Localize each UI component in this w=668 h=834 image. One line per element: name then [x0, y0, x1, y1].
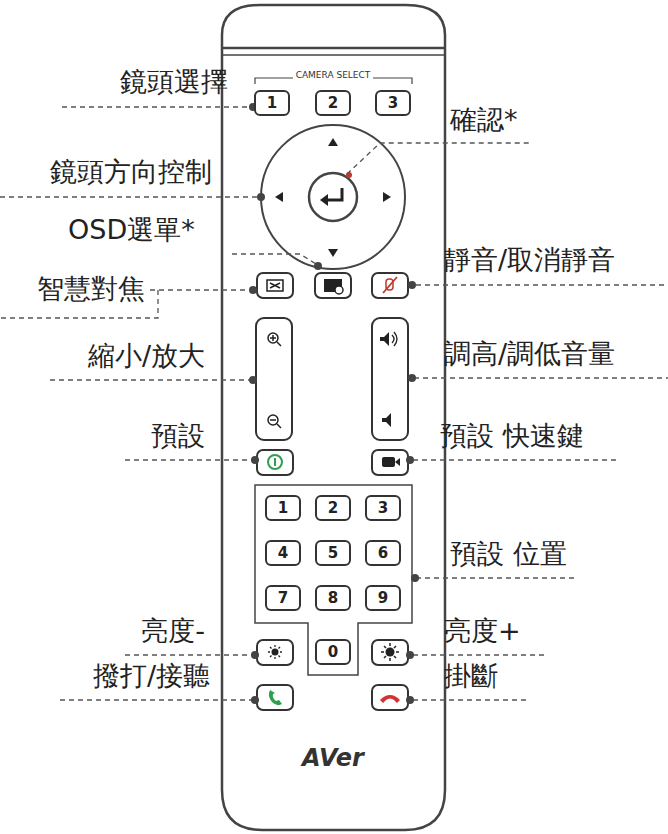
callout-label: 亮度- — [141, 615, 205, 647]
button-digit: 1 — [278, 501, 288, 516]
keypad-button: 0 — [315, 639, 351, 665]
button-digit: 9 — [378, 591, 388, 606]
button-digit: 5 — [328, 546, 338, 561]
keypad-button: 8 — [315, 585, 351, 611]
brand-logo: AVer — [302, 744, 364, 773]
button-digit: 8 — [328, 591, 338, 606]
callout-label: 鏡頭方向控制 — [50, 156, 212, 188]
button-digit: 0 — [328, 645, 338, 660]
button-digit: 2 — [328, 96, 338, 111]
keypad-button: 9 — [365, 585, 401, 611]
callout-label: 確認* — [450, 104, 518, 136]
callout-label: 縮小/放大 — [88, 340, 205, 372]
callout-label: OSD選單* — [68, 214, 195, 246]
keypad-button: 5 — [315, 540, 351, 566]
callout-label: 預設 快速鍵 — [440, 420, 584, 452]
keypad-button: 7 — [265, 585, 301, 611]
keypad-button: 4 — [265, 540, 301, 566]
keypad-button: 3 — [375, 90, 411, 116]
callout-label: 預設 位置 — [450, 538, 567, 570]
callout-label: 撥打/接聽 — [93, 660, 210, 692]
button-digit: 4 — [278, 546, 288, 561]
callout-label: 智慧對焦 — [37, 273, 145, 305]
keypad-button: 6 — [365, 540, 401, 566]
callout-label: 掛斷 — [444, 660, 498, 692]
keypad-button: 1 — [254, 90, 290, 116]
callout-label: 鏡頭選擇 — [120, 66, 228, 98]
callout-label: 預設 — [151, 420, 205, 452]
button-digit: 6 — [378, 546, 388, 561]
callout-label: 亮度+ — [444, 615, 521, 647]
button-digit: 2 — [328, 501, 338, 516]
button-digit: 3 — [378, 501, 388, 516]
button-digit: 1 — [267, 96, 277, 111]
button-digit: 3 — [388, 96, 398, 111]
keypad-button: 2 — [315, 495, 351, 521]
button-digit: 7 — [278, 591, 288, 606]
small-caption: CAMERA SELECT — [293, 70, 374, 81]
callout-label: 調高/調低音量 — [444, 338, 615, 370]
keypad-button: 1 — [265, 495, 301, 521]
keypad-button: 3 — [365, 495, 401, 521]
keypad-button: 2 — [315, 90, 351, 116]
callout-label: 靜音/取消靜音 — [444, 244, 615, 276]
